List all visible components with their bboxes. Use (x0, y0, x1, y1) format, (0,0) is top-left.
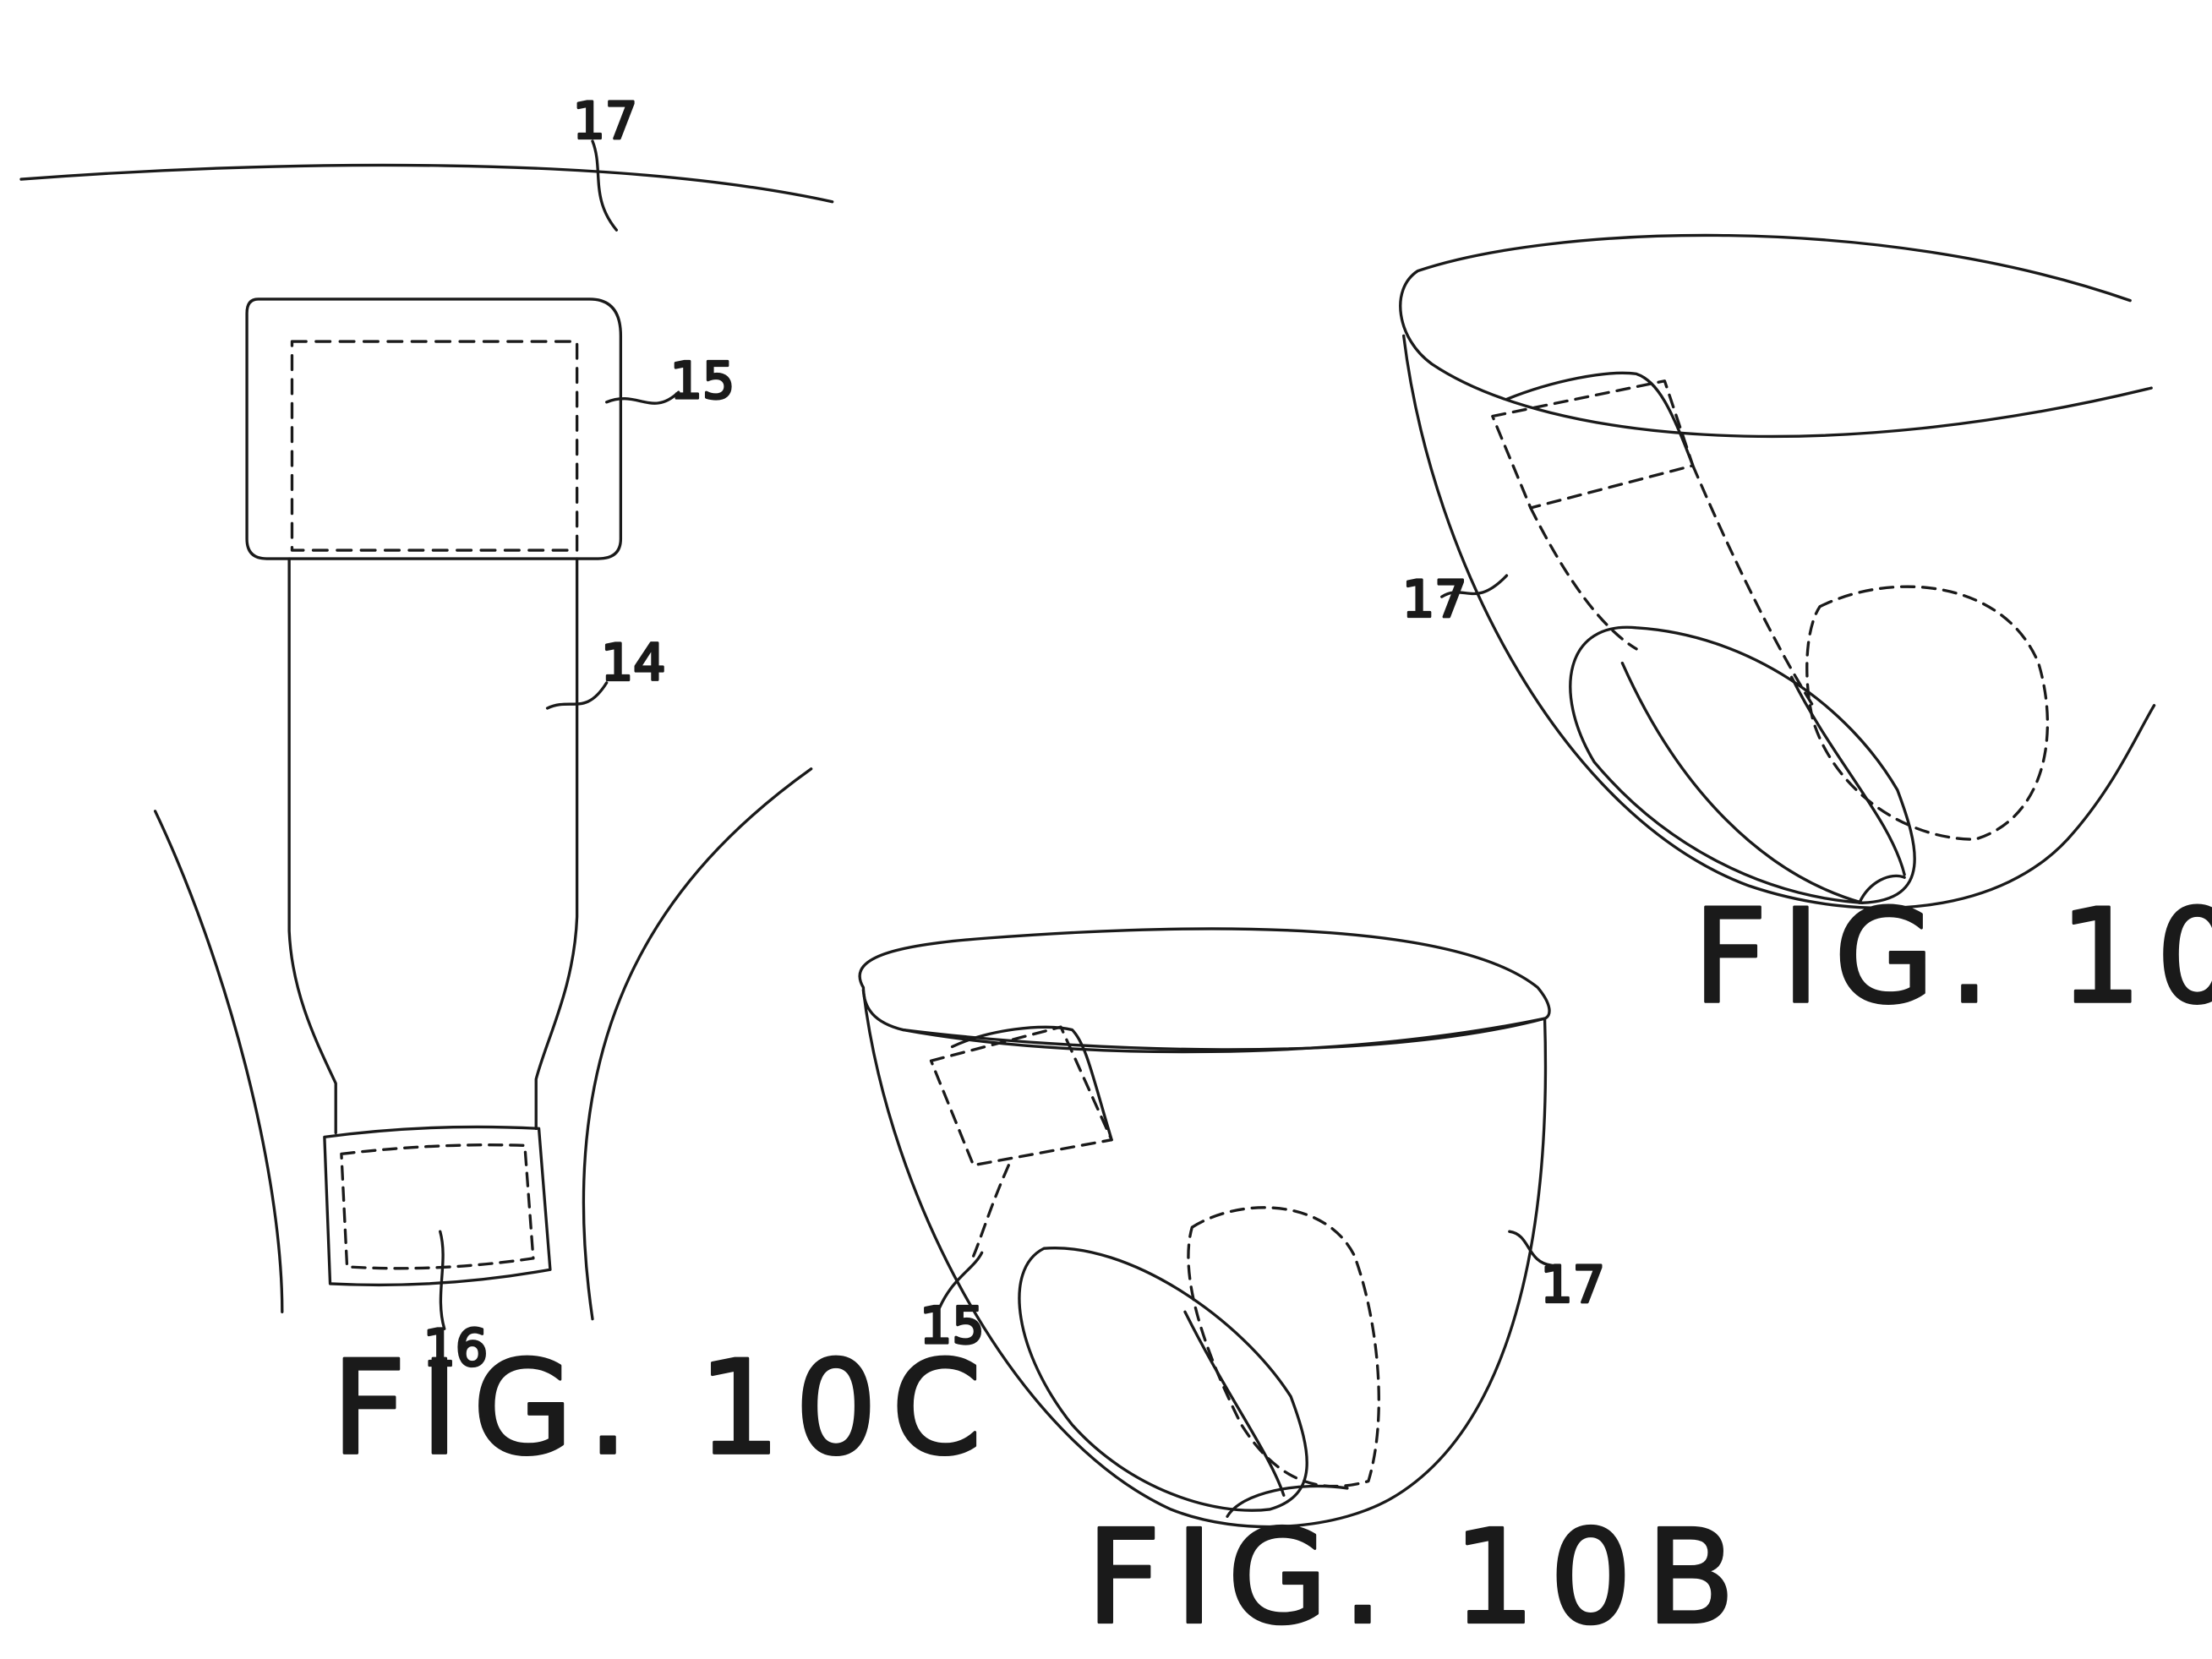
hidden-leg-opening-dashed (1187, 1206, 1380, 1488)
label-16: 16 (423, 1319, 488, 1378)
leader-16 (439, 1230, 446, 1330)
front-pad-15-dashed (290, 340, 579, 552)
label-15: 15 (920, 1296, 984, 1356)
label-15: 15 (670, 352, 735, 411)
bowl-outline (1401, 334, 2156, 910)
rim-outer (1399, 233, 2153, 439)
leader-17 (1440, 574, 1509, 598)
leg-opening-inner (1620, 661, 1906, 904)
caption-fig-10c: FIG. 10C (331, 1333, 996, 1484)
back-pad-16-visible (1858, 874, 1906, 904)
caption-fig-10a: FIG. 10A (1693, 881, 2212, 1033)
caption-fig-10b: FIG. 10B (1086, 1502, 1749, 1653)
leg-opening-inner (1183, 1310, 1286, 1497)
figure-10b: 15 17 FIG. 10B (858, 927, 1749, 1655)
leader-17 (591, 139, 619, 232)
strip-14-right-edge (534, 557, 579, 1130)
leader-15 (937, 1251, 984, 1309)
back-pad-16-dashed (340, 1143, 535, 1270)
figure-10a: 17 FIG. 10A (1399, 233, 2212, 1034)
front-pad-15 (950, 1025, 1113, 1142)
front-pad-15 (1505, 371, 1695, 467)
label-17: 17 (573, 92, 637, 151)
front-pad-15-dashed (929, 1025, 1113, 1167)
leader-14 (545, 681, 609, 710)
leg-opening (1018, 1247, 1308, 1512)
leg-opening (1569, 625, 1916, 904)
rim-front-edge (901, 1017, 1547, 1054)
figure-10c: 17 15 14 16 FIG. 10C (19, 90, 996, 1486)
strip-14-dashed (969, 1164, 1011, 1264)
hidden-leg-opening-dashed (1805, 585, 2050, 841)
strip-14-left-edge (287, 557, 337, 1135)
rim-outer (858, 927, 1551, 1051)
front-pad-15 (245, 297, 623, 560)
leader-17 (1508, 1230, 1554, 1267)
strip-14-dashed (1529, 464, 1815, 707)
label-17: 17 (1541, 1256, 1605, 1315)
back-pad-16 (323, 1125, 552, 1287)
bowl-outline (861, 989, 1548, 1529)
leader-15 (605, 390, 680, 405)
crotch-curve-left (153, 810, 284, 1313)
label-17: 17 (1402, 570, 1466, 629)
label-14: 14 (601, 634, 665, 693)
body-outline-top (19, 163, 834, 204)
crotch-curve-right (582, 767, 813, 1321)
